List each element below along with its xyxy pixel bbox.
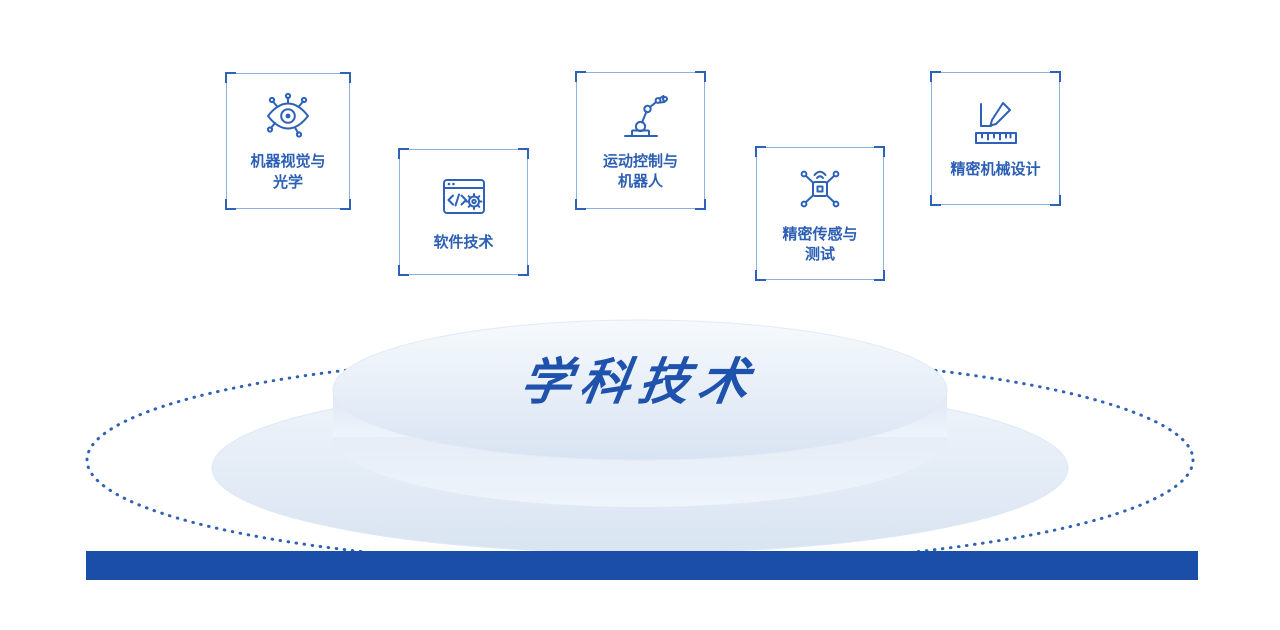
corner-accent — [575, 71, 586, 82]
corner-accent — [755, 146, 766, 157]
corner-accent — [874, 270, 885, 281]
corner-accent — [930, 71, 941, 82]
software-code-window-icon — [437, 170, 491, 224]
corner-accent — [398, 265, 409, 276]
corner-accent — [518, 265, 529, 276]
card-label: 运动控制与 机器人 — [602, 152, 678, 190]
bottom-bar — [86, 551, 1198, 580]
card-label: 精密机械设计 — [950, 160, 1041, 178]
card-label: 软件技术 — [433, 234, 494, 252]
card-mechanical-design: 精密机械设计 — [930, 71, 1061, 206]
card-machine-vision: 机器视觉与 光学 — [225, 72, 351, 210]
corner-accent — [695, 199, 706, 210]
dotted-ring — [85, 352, 1195, 568]
sensor-chip-icon — [793, 162, 847, 216]
card-label: 精密传感与 测试 — [782, 225, 858, 263]
corner-accent — [340, 72, 351, 83]
corner-accent — [874, 146, 885, 157]
card-software: 软件技术 — [398, 148, 529, 276]
card-motion-control: 运动控制与 机器人 — [575, 71, 706, 210]
corner-accent — [755, 270, 766, 281]
corner-accent — [1050, 71, 1061, 82]
corner-accent — [225, 199, 236, 210]
corner-accent — [398, 148, 409, 159]
corner-accent — [575, 199, 586, 210]
corner-accent — [695, 71, 706, 82]
top-disc — [332, 319, 948, 507]
diagram-title: 学科技术 — [516, 354, 762, 410]
robot-arm-icon — [614, 89, 668, 143]
corner-accent — [1050, 195, 1061, 206]
card-label: 机器视觉与 光学 — [250, 153, 326, 191]
corner-accent — [225, 72, 236, 83]
corner-accent — [340, 199, 351, 210]
card-precision-sensing: 精密传感与 测试 — [755, 146, 885, 281]
ruler-pen-icon — [969, 97, 1023, 151]
corner-accent — [930, 195, 941, 206]
corner-accent — [518, 148, 529, 159]
machine-vision-eye-icon — [261, 89, 315, 143]
